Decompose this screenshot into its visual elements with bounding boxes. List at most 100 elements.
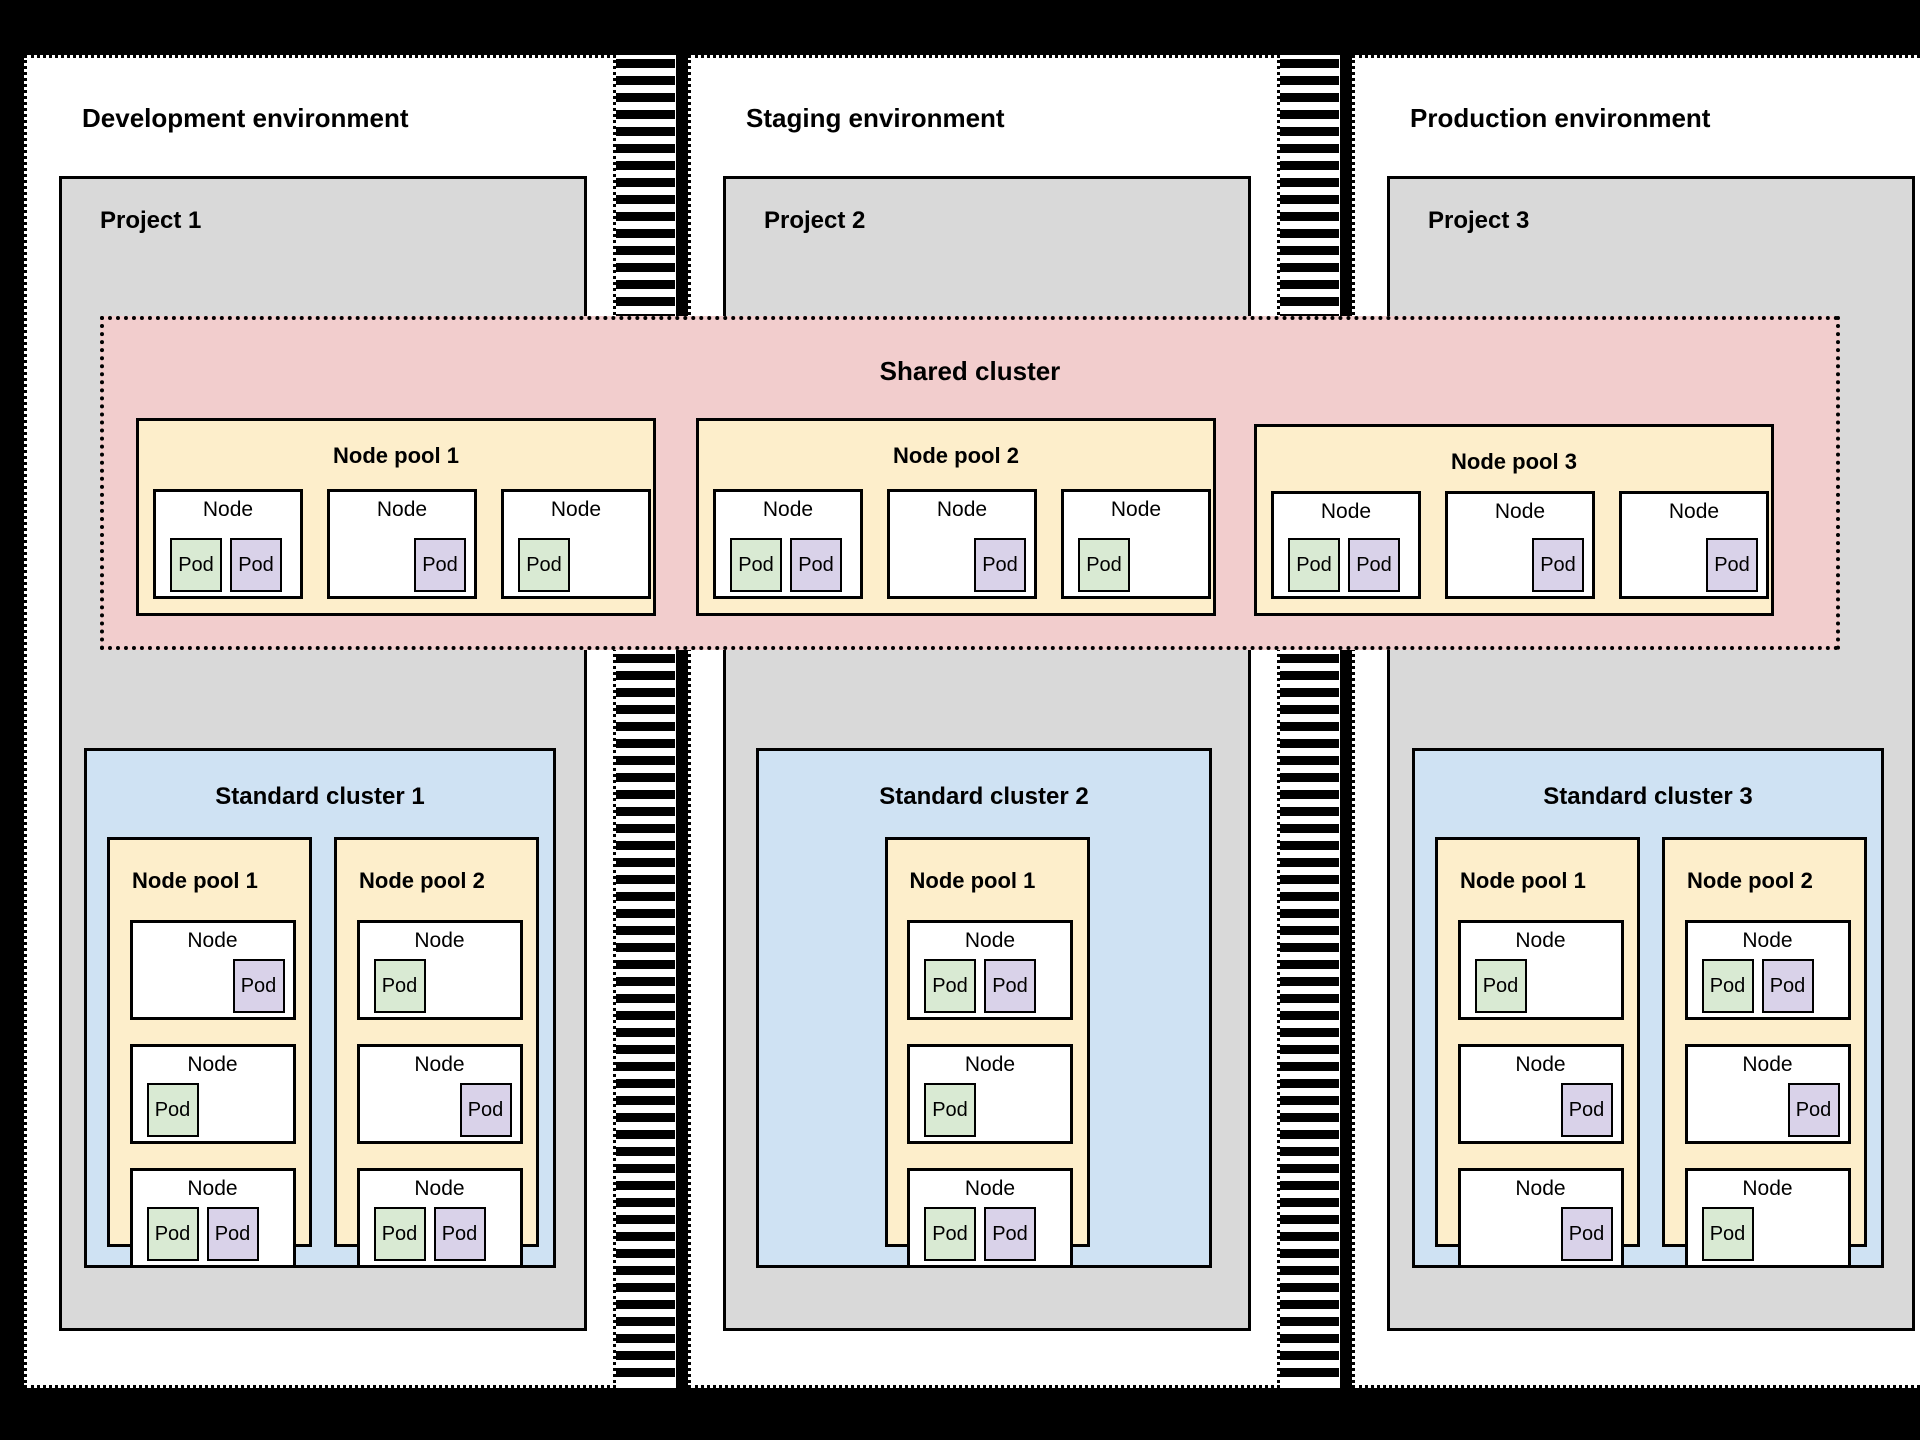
pod: Pod [518, 538, 570, 592]
pod: Pod [974, 538, 1026, 592]
pod: Pod [373, 959, 426, 1013]
node-pool-title: Node pool 1 [1460, 868, 1586, 893]
pod: Pod [1560, 1083, 1613, 1137]
standard-cluster-title: Standard cluster 2 [879, 783, 1089, 810]
node-label: Node [187, 1053, 238, 1076]
node-label: Node [202, 498, 254, 521]
shared-cluster-title: Shared cluster [879, 356, 1061, 386]
pod: Pod [1701, 1207, 1754, 1261]
node-label: Node [1494, 500, 1546, 523]
environment-title: Development environment [82, 103, 409, 133]
node-label: Node [1110, 498, 1162, 521]
environment-title: Production environment [1410, 103, 1711, 133]
pod: Pod [1706, 538, 1758, 592]
node-label: Node [1515, 929, 1566, 952]
node-label: Node [187, 929, 238, 952]
pod: Pod [1348, 538, 1400, 592]
node-label: Node [1742, 1177, 1793, 1200]
node-pool-title: Node pool 3 [1451, 449, 1577, 474]
standard-cluster-title: Standard cluster 1 [215, 783, 425, 810]
environment-divider-hatch-2 [1268, 55, 1340, 1388]
pod: Pod [790, 538, 842, 592]
pod: Pod [984, 1207, 1036, 1261]
node-label: Node [1742, 1053, 1793, 1076]
pod: Pod [146, 1083, 199, 1137]
node-label: Node [550, 498, 602, 521]
node-pool-title: Node pool 1 [909, 868, 1036, 893]
node-label: Node [414, 1053, 465, 1076]
pod: Pod [1701, 959, 1754, 1013]
node-label: Node [1742, 929, 1793, 952]
pod: Pod [433, 1207, 486, 1261]
pod: Pod [730, 538, 782, 592]
node-label: Node [414, 929, 465, 952]
pod: Pod [984, 959, 1036, 1013]
project-title: Project 3 [1428, 207, 1530, 234]
pod: Pod [1474, 959, 1527, 1013]
pod: Pod [232, 959, 285, 1013]
node-label: Node [936, 498, 988, 521]
pod: Pod [924, 1207, 976, 1261]
standard-cluster-title: Standard cluster 3 [1543, 783, 1753, 810]
pod: Pod [924, 959, 976, 1013]
node-pool-title: Node pool 1 [333, 443, 459, 468]
node-pool-title: Node pool 1 [132, 868, 258, 893]
node-label: Node [376, 498, 428, 521]
node-label: Node [187, 1177, 238, 1200]
node-label: Node [1515, 1053, 1566, 1076]
pod: Pod [1532, 538, 1584, 592]
pod: Pod [1078, 538, 1130, 592]
project-title: Project 1 [100, 207, 202, 234]
pod: Pod [170, 538, 222, 592]
pod: Pod [459, 1083, 512, 1137]
pod: Pod [1787, 1083, 1840, 1137]
pod: Pod [206, 1207, 259, 1261]
pod: Pod [1761, 959, 1814, 1013]
environment-title: Staging environment [746, 103, 1005, 133]
pod: Pod [1560, 1207, 1613, 1261]
pod: Pod [230, 538, 282, 592]
pod: Pod [414, 538, 466, 592]
project-title: Project 2 [764, 207, 866, 234]
pod: Pod [1288, 538, 1340, 592]
node-pool-title: Node pool 2 [893, 443, 1019, 468]
node-label: Node [762, 498, 814, 521]
node-pool-title: Node pool 2 [1687, 868, 1813, 893]
node-label: Node [1515, 1177, 1566, 1200]
pod: Pod [924, 1083, 976, 1137]
pod: Pod [373, 1207, 426, 1261]
